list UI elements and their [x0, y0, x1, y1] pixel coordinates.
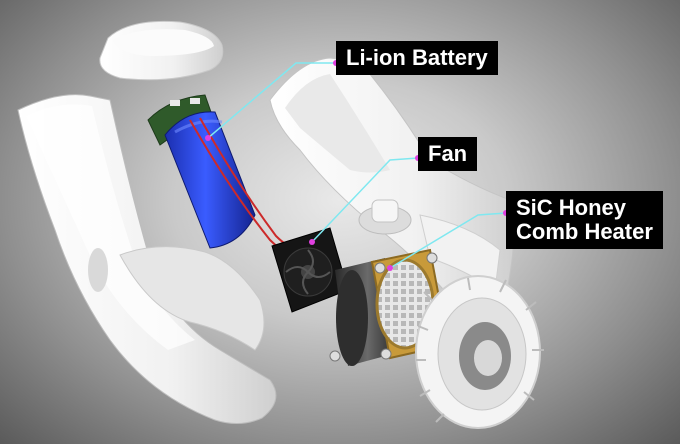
- leader-lines: [207, 62, 507, 269]
- handle-shell-left: [17, 94, 277, 424]
- label-li-ion-battery: Li-ion Battery: [336, 41, 498, 75]
- honeycomb-heater-icon: [329, 248, 450, 366]
- battery-cell-icon: [147, 94, 305, 259]
- label-text-line1: SiC Honey: [516, 195, 627, 220]
- label-text-line2: Comb Heater: [516, 219, 653, 244]
- fan-blades-icon: [271, 227, 349, 313]
- top-cap: [99, 20, 224, 81]
- label-fan: Fan: [418, 137, 478, 171]
- end-cap-icon: [415, 275, 544, 429]
- label-text: Li-ion Battery: [346, 45, 488, 70]
- label-sic-heater: SiC Honey Comb Heater: [506, 191, 663, 249]
- housing-shell-right: [269, 57, 515, 321]
- label-text: Fan: [428, 141, 468, 166]
